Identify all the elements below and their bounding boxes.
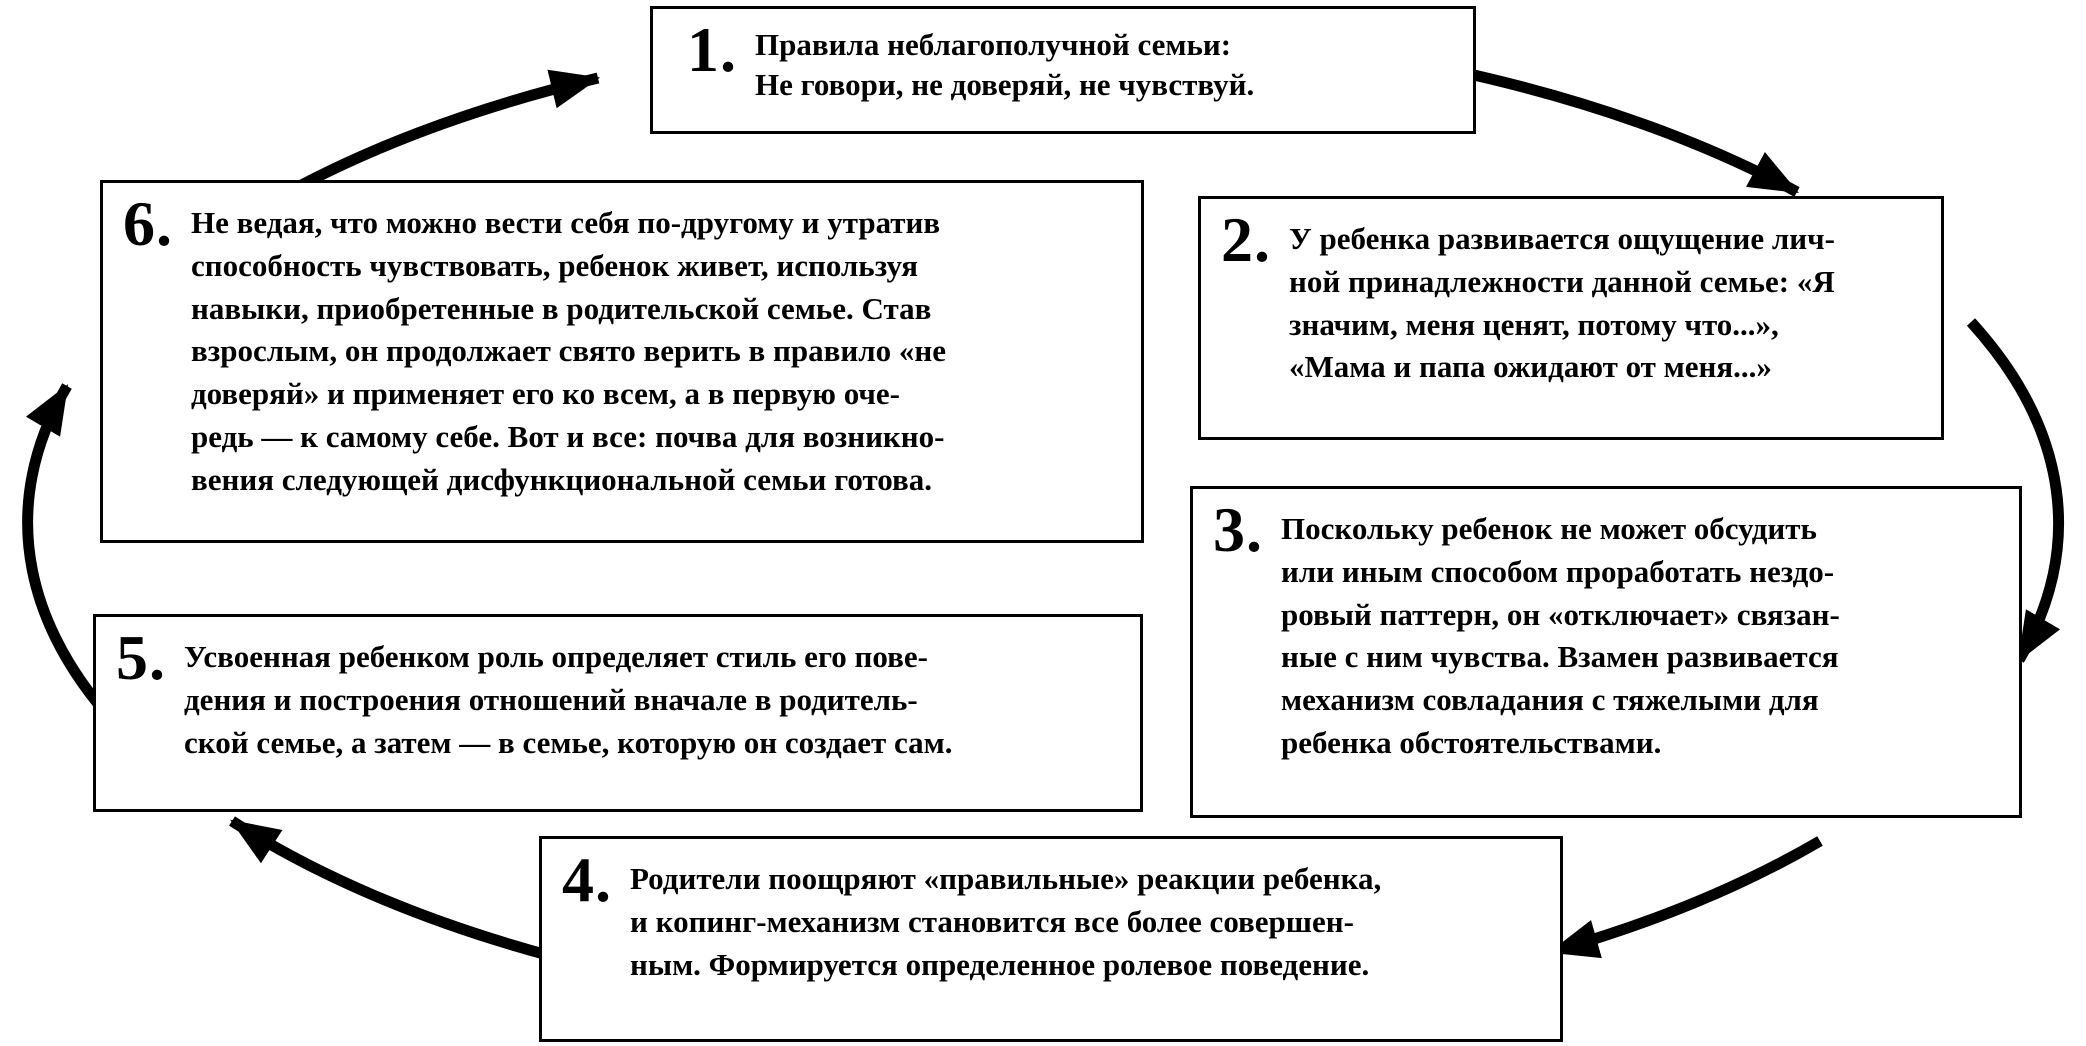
- cycle-step-3: 3. Поскольку ребенок не может обсудить и…: [1190, 486, 2022, 818]
- step-number: 4.: [562, 844, 612, 915]
- step-text: Родители поощряют «правильные» реакции р…: [630, 861, 1382, 982]
- arrow-4-to-5-icon: [229, 816, 553, 962]
- step-number: 2.: [1221, 204, 1271, 275]
- step-number: 3.: [1213, 494, 1263, 565]
- arrow-3-to-4-icon: [1548, 836, 1823, 959]
- step-text: У ребенка развивается ощущение лич- ной …: [1289, 221, 1835, 385]
- arrow-1-to-2-icon: [1454, 65, 1800, 197]
- cycle-step-5: 5. Усвоенная ребенком роль определяет ст…: [93, 614, 1143, 812]
- step-number: 1.: [687, 14, 737, 85]
- step-text: Поскольку ребенок не может обсудить или …: [1281, 511, 1840, 760]
- step-text: Правила неблагополучной семьи: Не говори…: [755, 27, 1255, 103]
- arrow-2-to-3-icon: [1966, 318, 2065, 663]
- step-text: Не ведая, что можно вести себя по-другом…: [191, 205, 946, 497]
- cycle-step-2: 2. У ребенка развивается ощущение лич- н…: [1198, 196, 1944, 440]
- step-number: 6.: [123, 188, 173, 259]
- cycle-step-4: 4. Родители поощряют «правильные» реакци…: [539, 836, 1563, 1042]
- cycle-step-1: 1. Правила неблагополучной семьи: Не гов…: [650, 6, 1476, 134]
- cycle-step-6: 6. Не ведая, что можно вести себя по-дру…: [100, 180, 1144, 543]
- step-number: 5.: [116, 622, 166, 693]
- step-text: Усвоенная ребенком роль определяет стиль…: [184, 639, 953, 760]
